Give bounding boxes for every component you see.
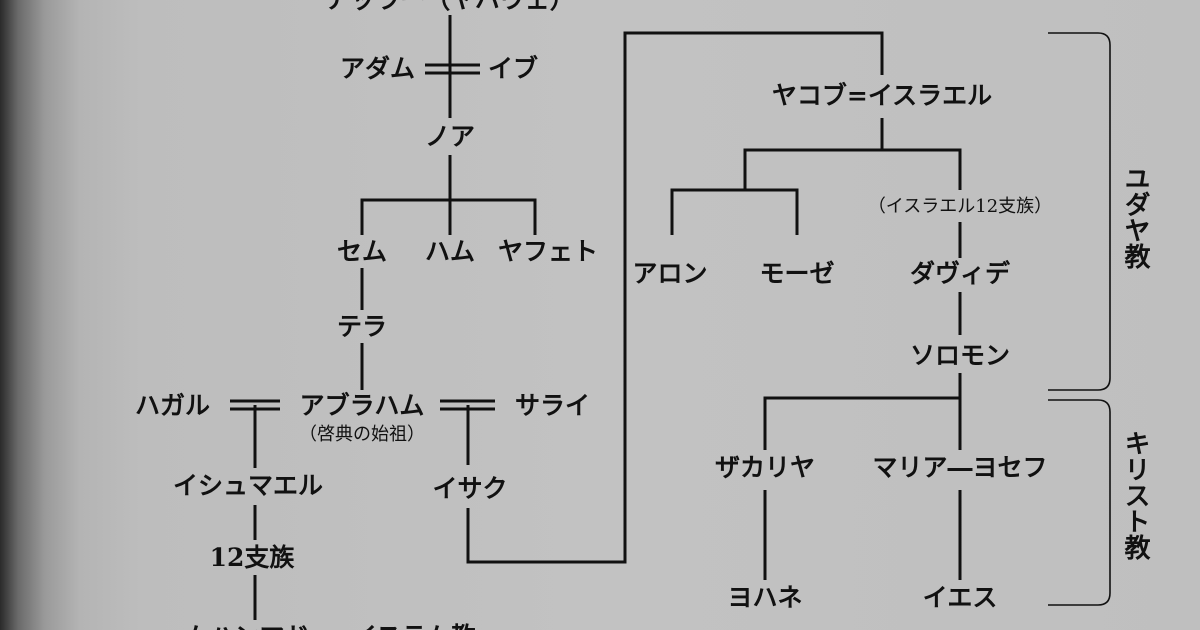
node-sarai: サライ: [515, 391, 590, 420]
label-christianity: キリスト教: [1120, 430, 1150, 561]
node-allah: アッラー（ヤハウェ）: [325, 0, 575, 14]
node-david: ダヴィデ: [910, 259, 1011, 288]
node-hagar: ハガル: [135, 391, 210, 420]
node-abraham: アブラハム: [300, 391, 425, 420]
node-adam: アダム: [340, 54, 415, 83]
node-eve: イブ: [488, 54, 538, 83]
connector-lines: [230, 15, 962, 620]
node-solomon: ソロモン: [910, 341, 1010, 370]
node-zechariah: ザカリヤ: [715, 453, 815, 482]
label-judaism: ユダヤ教: [1120, 165, 1150, 270]
node-jacob: ヤコブ=イスラエル: [772, 81, 992, 110]
node-ham: ハム: [425, 237, 475, 266]
node-12-tribes: 12支族: [210, 543, 296, 572]
node-japheth: ヤフェト: [498, 237, 598, 266]
node-noah: ノア: [425, 122, 475, 151]
node-aaron: アロン: [632, 259, 707, 288]
israel-12-tribes-note: （イスラエル12支族）: [868, 196, 1052, 217]
node-john: ヨハネ: [727, 583, 802, 612]
node-shem: セム: [337, 237, 387, 266]
node-moses: モーゼ: [759, 259, 834, 288]
node-mary-joseph: マリア―ヨセフ: [872, 453, 1047, 482]
abraham-note: （啓典の始祖）: [299, 424, 425, 445]
node-isaac: イサク: [432, 474, 507, 503]
node-ishmael: イシュマエル: [173, 471, 323, 500]
node-jesus: イエス: [923, 583, 998, 612]
node-terah: テラ: [337, 312, 387, 341]
religion-brackets: [1048, 32, 1111, 606]
node-muhammad-islam: ムハンマド — イスラム教: [185, 622, 477, 630]
